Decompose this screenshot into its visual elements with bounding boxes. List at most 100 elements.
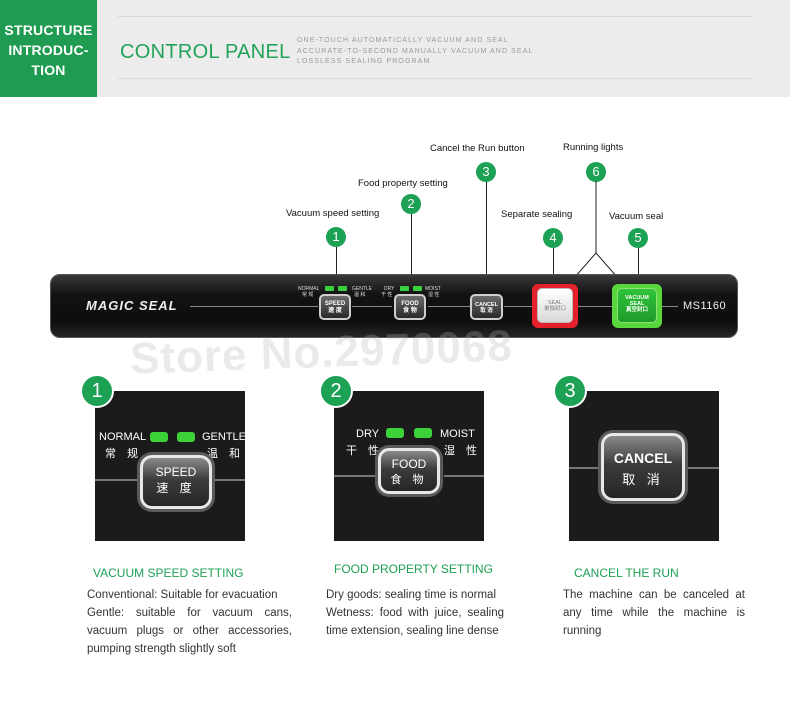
speed-button[interactable]: SPEED 速 度	[319, 294, 351, 320]
callout-leader-5	[638, 248, 639, 286]
tile-speed-left-label: NORMAL	[99, 431, 147, 443]
section-title-cancel-run: CANCEL THE RUN	[574, 566, 679, 580]
cancel-button-zh: 取 消	[480, 308, 493, 315]
section-body-cancel-run: The machine can be canceled at any time …	[563, 586, 745, 640]
callout-leader-2	[411, 214, 412, 287]
tile-badge-3: 3	[553, 374, 587, 408]
tile-divider	[334, 475, 376, 477]
tile-food-left-zh: 干 性	[346, 445, 384, 457]
subtitle-line: ACCURATE-TO-SECOND MANUALLY VACUUM AND S…	[297, 47, 534, 55]
speed-button-label: SPEED	[324, 301, 346, 307]
callout-badge-4: 4	[543, 228, 563, 248]
food-moist-led	[413, 286, 422, 291]
tile-cancel-button-label: CANCEL	[613, 450, 673, 466]
cancel-button-label: CANCEL	[475, 302, 498, 308]
section-line: The machine can be canceled at any time …	[563, 589, 745, 637]
food-button-zh: 食 物	[403, 307, 417, 314]
cancel-zoom-tile: CANCEL 取 消	[569, 391, 719, 541]
section-line: Conventional: Suitable for evacuation	[87, 589, 278, 601]
tile-food-button: FOOD 食 物	[378, 448, 440, 494]
callout-leader-1	[336, 247, 337, 287]
tile-food-button-label: FOOD	[391, 457, 427, 471]
section-tag-line: INTRODUC-	[8, 42, 89, 58]
tile-speed-right-label: GENTLE	[202, 431, 245, 443]
tile-cancel-button: CANCEL 取 消	[601, 433, 685, 501]
tile-divider	[215, 479, 245, 481]
tile-divider	[687, 467, 719, 469]
tile-divider	[95, 479, 137, 481]
header-divider	[118, 78, 752, 79]
callout-badge-5: 5	[628, 228, 648, 248]
tile-food-moist-led	[414, 428, 432, 438]
vacuum-button-label-2: SEAL	[629, 301, 645, 308]
callout-label-4: Separate sealing	[501, 209, 573, 220]
panel-divider	[428, 306, 470, 307]
speed-gentle-led	[338, 286, 347, 291]
food-right-zh: 湿 性	[428, 292, 440, 298]
vacuum-seal-button[interactable]: VACUUM SEAL 真空封口	[617, 288, 657, 323]
tile-food-button-zh: 食 物	[390, 474, 428, 486]
section-title-vacuum-speed: VACUUM SPEED SETTING	[93, 566, 244, 580]
seal-button-zh: 单独封口	[543, 306, 566, 313]
section-tag-line: TION	[31, 62, 66, 78]
header-subtitle: ONE-TOUCH AUTOMATICALLY VACUUM AND SEAL …	[297, 36, 533, 68]
subtitle-line: LOSSLESS SEALING PROGRAM	[297, 58, 431, 65]
food-button-label: FOOD	[401, 301, 419, 307]
seal-button-label: SEAL	[547, 300, 563, 306]
food-zoom-tile: DRY 干 性 MOIST 湿 性 FOOD 食 物	[334, 391, 484, 541]
food-dry-led	[400, 286, 409, 291]
speed-right-zh: 温 和	[354, 292, 366, 298]
tile-speed-right-zh: 温 和	[207, 448, 245, 460]
food-right-label: MOIST	[425, 286, 441, 292]
callout-label-2: Food property setting	[358, 178, 448, 189]
panel-divider	[352, 306, 392, 307]
vacuum-button-label: VACUUM	[625, 295, 649, 301]
page-title: CONTROL PANEL	[120, 41, 291, 63]
section-line: Gentle: suitable for vacuum cans, vacuum…	[87, 607, 292, 655]
subtitle-line: ONE-TOUCH AUTOMATICALLY VACUUM AND SEAL	[297, 37, 509, 44]
tile-speed-button-label: SPEED	[155, 465, 197, 479]
food-left-zh: 干 性	[381, 292, 393, 298]
model-number: MS1160	[683, 300, 727, 312]
callout-badge-1: 1	[326, 227, 346, 247]
section-body-vacuum-speed: Conventional: Suitable for evacuation Ge…	[87, 586, 292, 658]
speed-left-zh: 常 规	[302, 292, 314, 298]
callout-leader-3	[486, 182, 487, 294]
speed-left-label: NORMAL	[298, 286, 320, 292]
panel-divider	[190, 306, 318, 307]
tile-divider	[444, 475, 484, 477]
tile-food-dry-led	[386, 428, 404, 438]
brand-logo: MAGIC SEAL	[86, 298, 178, 313]
seal-button[interactable]: SEAL 单独封口	[537, 288, 573, 323]
tile-speed-normal-led	[150, 432, 168, 442]
header-divider	[118, 16, 752, 17]
panel-divider	[578, 306, 612, 307]
speed-normal-led	[325, 286, 334, 291]
callout-label-6: Running lights	[563, 142, 624, 153]
callout-badge-6: 6	[586, 162, 606, 182]
food-button[interactable]: FOOD 食 物	[394, 294, 426, 320]
callout-label-5: Vacuum seal	[609, 211, 664, 222]
speed-zoom-tile: NORMAL 常 规 GENTLE 温 和 SPEED 速 度	[95, 391, 245, 541]
food-left-label: DRY	[384, 286, 395, 292]
panel-divider	[504, 306, 534, 307]
callout-badge-2: 2	[401, 194, 421, 214]
tile-speed-left-zh: 常 规	[105, 448, 143, 460]
section-body-food-property: Dry goods: sealing time is normal Wetnes…	[326, 586, 504, 640]
section-tag: STRUCTURE INTRODUC- TION	[0, 0, 97, 97]
callout-leader-4	[553, 248, 554, 286]
tile-divider	[569, 467, 603, 469]
speed-button-zh: 速 度	[328, 307, 342, 314]
callout-label-3: Cancel the Run button	[430, 143, 525, 154]
panel-divider	[662, 306, 678, 307]
tile-speed-button-zh: 速 度	[156, 481, 196, 495]
section-title-food-property: FOOD PROPERTY SETTING	[334, 562, 493, 576]
section-tag-line: STRUCTURE	[4, 22, 93, 38]
tile-food-right-zh: 湿 性	[444, 445, 482, 457]
tile-speed-gentle-led	[177, 432, 195, 442]
section-line: Dry goods: sealing time is normal	[326, 589, 497, 601]
tile-food-right-label: MOIST	[440, 428, 475, 440]
vacuum-button-zh: 真空封口	[625, 307, 648, 314]
callout-label-1: Vacuum speed setting	[286, 208, 380, 219]
cancel-button[interactable]: CANCEL 取 消	[470, 294, 503, 320]
